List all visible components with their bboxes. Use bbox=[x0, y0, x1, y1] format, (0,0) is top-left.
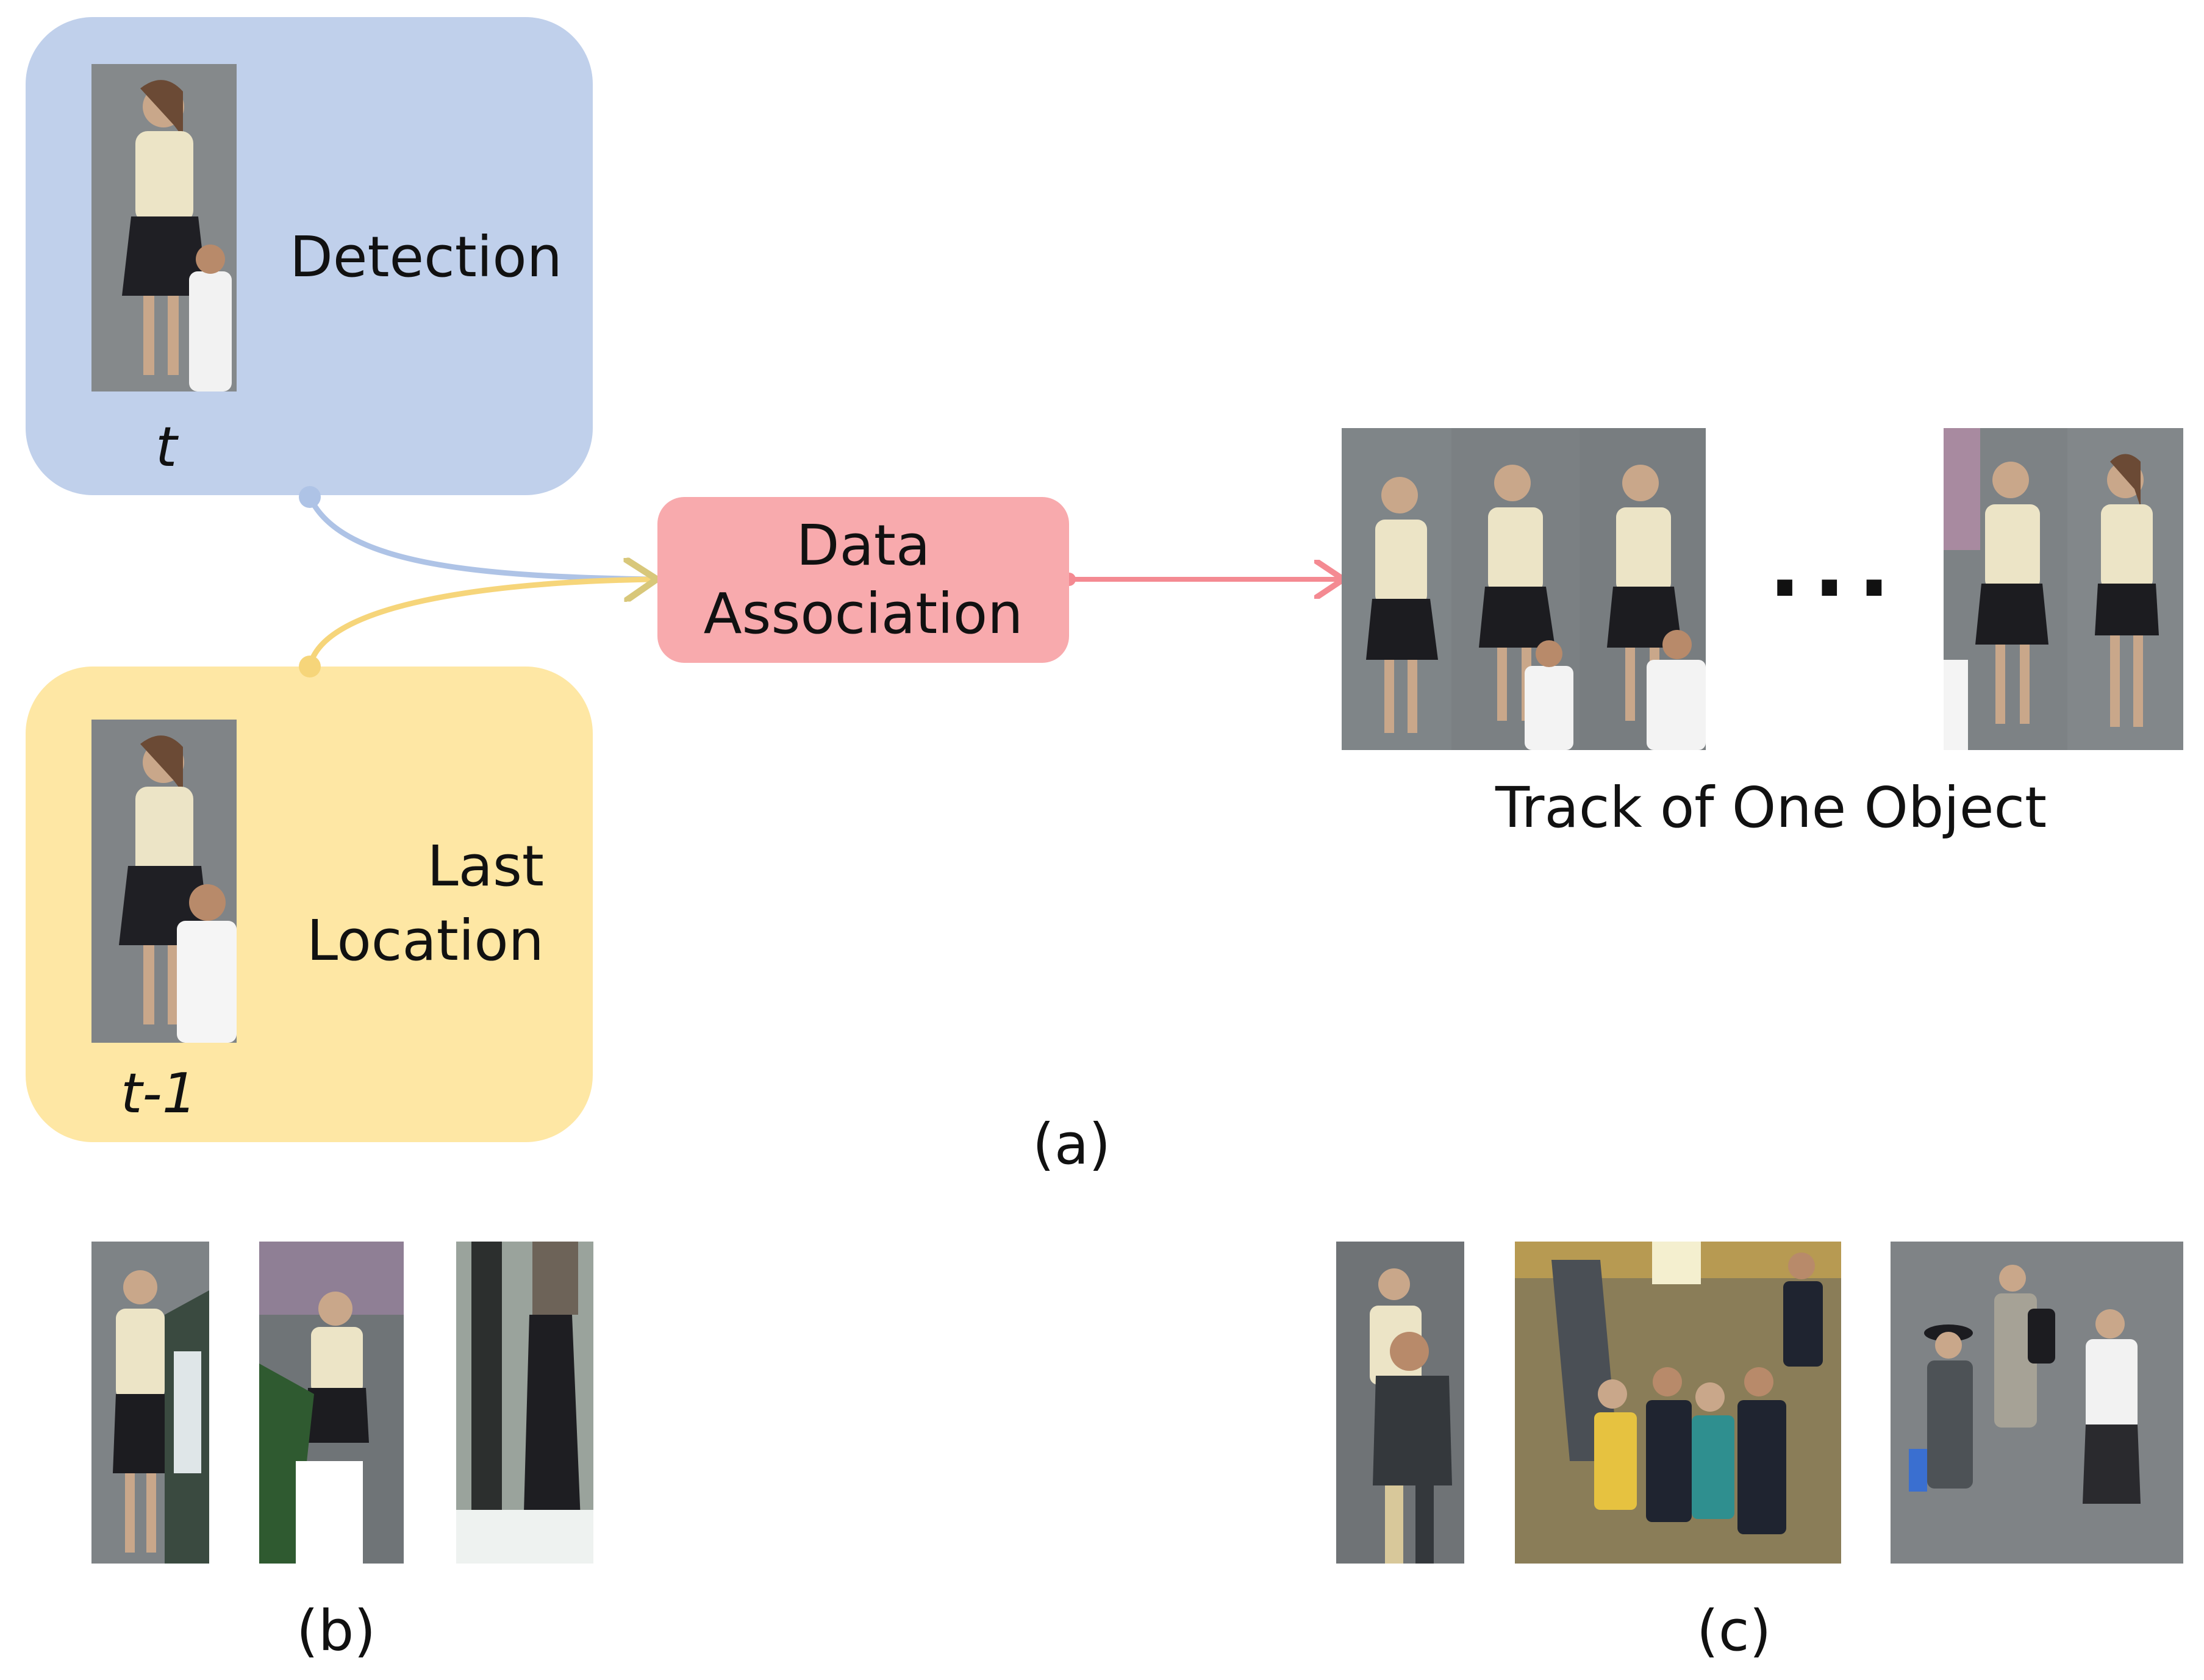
occluded-person-image bbox=[259, 1242, 404, 1564]
occluded-person-image bbox=[456, 1242, 593, 1564]
crowded-scene-image bbox=[1891, 1242, 2183, 1564]
track-frame bbox=[1944, 428, 2067, 750]
detection-connector bbox=[307, 496, 652, 582]
occluded-person-image bbox=[91, 1242, 209, 1564]
track-frame bbox=[1580, 428, 1706, 750]
track-ellipsis: ... bbox=[1769, 517, 1903, 617]
data-association-label-line2: Association bbox=[703, 581, 1023, 646]
last-location-label-line2: Location bbox=[306, 908, 544, 973]
detection-time-label: t bbox=[156, 415, 177, 479]
track-frame bbox=[2067, 428, 2183, 750]
last-location-connector bbox=[307, 579, 651, 668]
panel-c-caption: (c) bbox=[1697, 1598, 1772, 1664]
panel-a-caption: (a) bbox=[1032, 1112, 1111, 1177]
crowded-scene-image bbox=[1336, 1242, 1464, 1564]
panel-b-caption: (b) bbox=[296, 1598, 376, 1664]
last-location-person-image bbox=[91, 720, 237, 1043]
track-frame bbox=[1342, 428, 1451, 750]
data-association-box: Data Association bbox=[657, 497, 1069, 663]
detection-person-image bbox=[91, 64, 237, 391]
track-caption: Track of One Object bbox=[1495, 775, 2047, 840]
data-association-label-line1: Data bbox=[796, 512, 931, 578]
crowded-scene-image bbox=[1515, 1242, 1841, 1564]
track-frame bbox=[1451, 428, 1580, 750]
last-location-time-label: t-1 bbox=[121, 1062, 198, 1126]
last-location-label-line1: Last bbox=[427, 834, 544, 899]
detection-label: Detection bbox=[290, 224, 562, 290]
